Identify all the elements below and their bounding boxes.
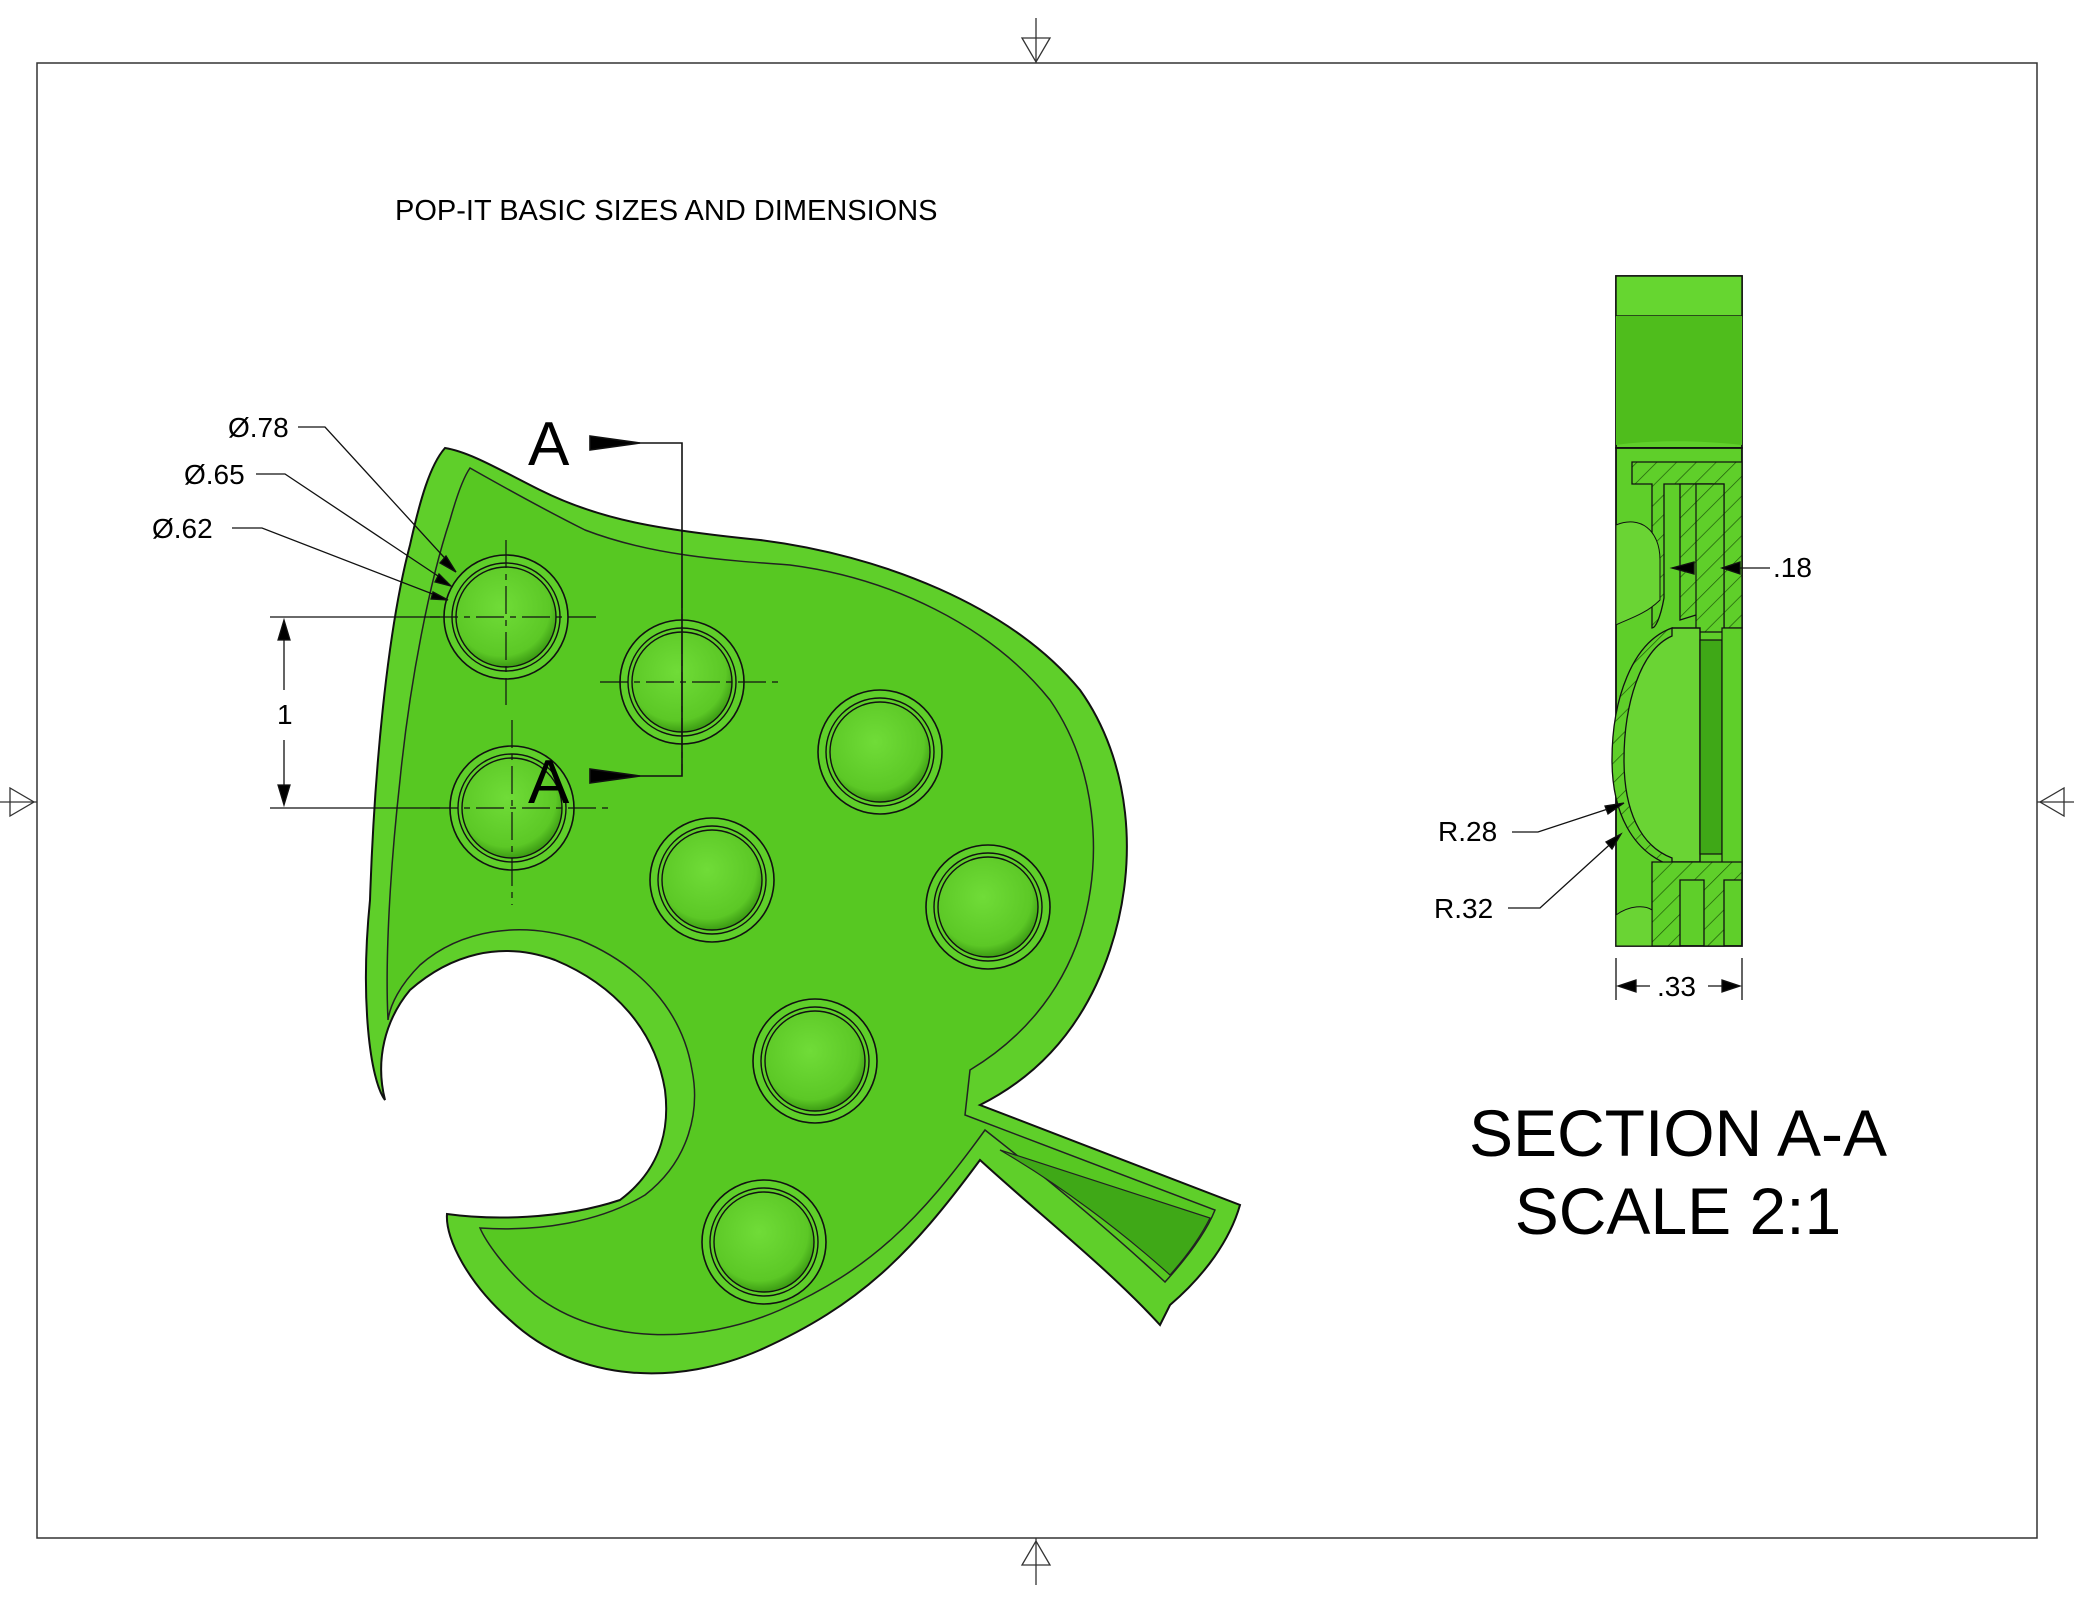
dim-thickness-value: .33 — [1657, 971, 1696, 1002]
dim-thickness — [1615, 958, 1743, 1000]
section-hatch-lower — [1651, 861, 1743, 947]
section-label-top: A — [528, 410, 570, 479]
dim-spacing-value: 1 — [277, 699, 293, 730]
section-view — [1611, 275, 1743, 947]
section-label-bottom: A — [528, 748, 570, 817]
dim-spacing — [270, 616, 440, 809]
bubble — [817, 689, 943, 815]
dim-radius-outer: R.32 — [1434, 893, 1493, 924]
leaf-inner-lip — [386, 467, 1216, 1336]
section-dome-shell — [1611, 627, 1673, 867]
sheet-border — [36, 62, 2038, 1539]
leaf-stem-pocket — [999, 1149, 1211, 1276]
leaf-part — [364, 446, 1242, 1375]
dim-dia-mid: Ø.65 — [184, 459, 245, 490]
section-title: SECTION A-A — [1469, 1096, 1887, 1170]
section-scale: SCALE 2:1 — [1515, 1174, 1842, 1248]
centering-marks — [0, 18, 2074, 1585]
bubble — [701, 1179, 827, 1305]
dim-radius-inner: R.28 — [1438, 816, 1497, 847]
dim-wall — [1669, 561, 1770, 575]
bubble — [925, 844, 1051, 970]
bubble — [752, 998, 878, 1124]
dia-leaders — [232, 426, 457, 601]
dim-dia-outer: Ø.78 — [228, 412, 289, 443]
dim-dia-inner: Ø.62 — [152, 513, 213, 544]
section-line — [589, 435, 683, 784]
dim-wall-value: .18 — [1773, 552, 1812, 583]
drawing-title: POP-IT BASIC SIZES AND DIMENSIONS — [395, 195, 938, 227]
section-dome-upper — [1615, 521, 1661, 626]
dim-radius-leaders — [1508, 802, 1625, 909]
bubble — [649, 817, 775, 943]
